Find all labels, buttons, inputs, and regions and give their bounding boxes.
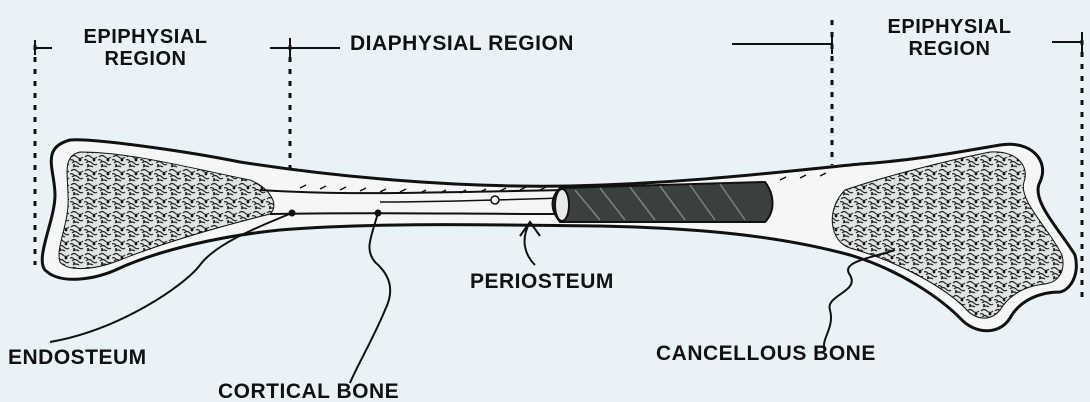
label-diaphysial-region: DIAPHYSIAL REGION: [350, 32, 574, 56]
label-periosteum: PERIOSTEUM: [470, 270, 614, 294]
label-epiphysial-right-line2: REGION: [852, 38, 1047, 60]
label-cortical-bone: CORTICAL BONE: [218, 380, 399, 402]
leader-cortical: [350, 213, 390, 383]
medullary-line-bottom: [270, 213, 565, 214]
label-epiphysial-left: EPIPHYSIAL REGION: [58, 26, 233, 70]
label-epiphysial-left-line1: EPIPHYSIAL: [58, 26, 233, 48]
label-endosteum: ENDOSTEUM: [8, 346, 147, 370]
label-epiphysial-right: EPIPHYSIAL REGION: [852, 16, 1047, 60]
label-epiphysial-right-line1: EPIPHYSIAL: [852, 16, 1047, 38]
label-epiphysial-left-line2: REGION: [58, 48, 233, 70]
label-cancellous-bone: CANCELLOUS BONE: [656, 342, 876, 366]
